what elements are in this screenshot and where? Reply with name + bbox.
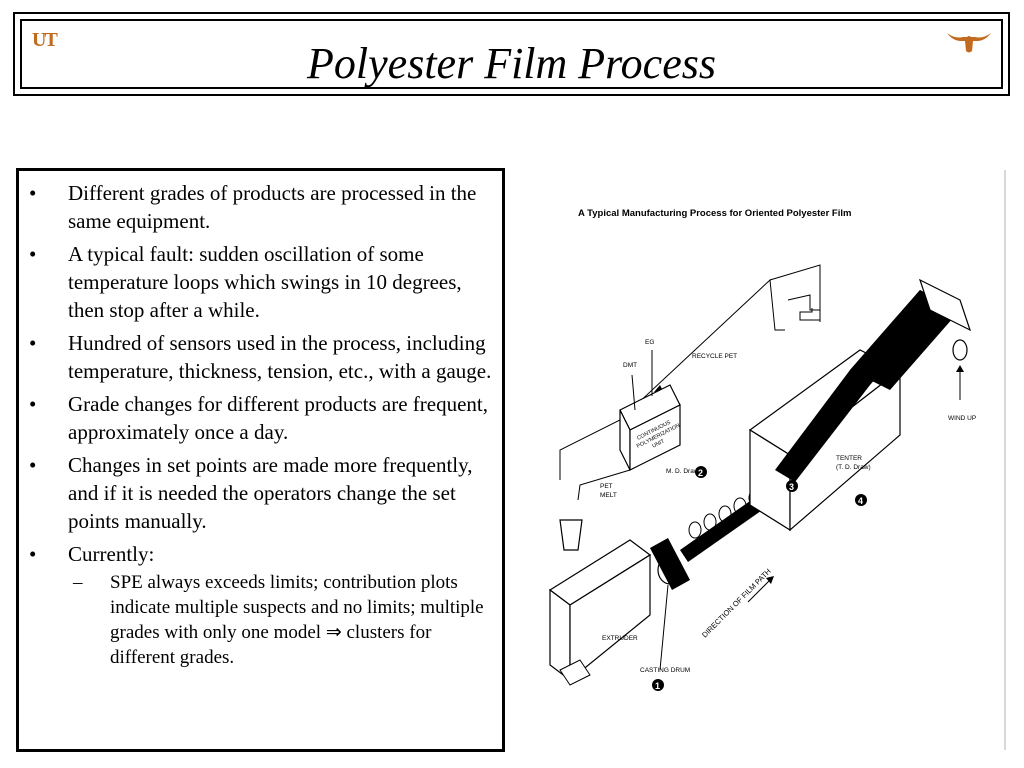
- longhorn-logo-icon: [947, 33, 991, 53]
- bullet-text: Different grades of products are process…: [68, 181, 477, 233]
- wind-up-roll-icon: [952, 339, 968, 361]
- continuous-unit-front: [629, 404, 681, 471]
- wide-film: [850, 290, 960, 390]
- sub-bullet-marker: –: [73, 572, 83, 593]
- pet-melt-label-1: PET: [600, 483, 613, 490]
- bullet-marker: •: [29, 181, 37, 205]
- bullet-item: • Different grades of products are proces…: [19, 179, 492, 235]
- extruder-label: EXTRUDER: [602, 635, 638, 642]
- direction-arrow-line: [747, 579, 771, 603]
- bullet-list: • Different grades of products are proces…: [19, 171, 502, 670]
- bullet-item: • A typical fault: sudden oscillation of …: [19, 240, 492, 324]
- diagram-title: A Typical Manufacturing Process for Orie…: [578, 208, 851, 219]
- bullet-text: Currently:: [68, 542, 155, 566]
- bullet-marker: •: [29, 542, 37, 566]
- hopper: [559, 519, 583, 551]
- sub-bullet-list: – SPE always exceeds limits; contribution…: [65, 570, 492, 670]
- step-3-number: 3: [789, 482, 794, 492]
- title-inner-frame: UT Polyester Film Process: [20, 19, 1003, 89]
- bullet-item: • Changes in set points are made more fre…: [19, 451, 492, 535]
- recycle-pipe-2: [787, 294, 821, 322]
- direction-arrow-icon: [766, 576, 774, 584]
- bullet-item: • Hundred of sensors used in the process,…: [19, 329, 492, 385]
- process-diagram-svg: A Typical Manufacturing Process for Orie…: [548, 208, 976, 691]
- step-4-number: 4: [858, 496, 863, 506]
- step-3-badge: [786, 480, 798, 492]
- sub-bullet-text: SPE always exceeds limits; contribution …: [110, 572, 484, 668]
- md-draw-label: M. D. Draw: [666, 468, 699, 475]
- bullet-text: Changes in set points are made more freq…: [68, 453, 473, 533]
- tenter-front: [789, 368, 901, 532]
- casting-drum-pointer: [659, 584, 669, 671]
- bullet-item: • Grade changes for different products ar…: [19, 390, 492, 446]
- step-2-number: 2: [698, 468, 703, 478]
- step-1-number: 1: [655, 681, 660, 691]
- ut-logo: UT: [32, 29, 58, 51]
- eg-label: EG: [645, 339, 654, 346]
- slide-title: Polyester Film Process: [307, 39, 716, 88]
- direction-label: DIRECTION OF FILM PATH: [700, 567, 773, 640]
- bullet-marker: •: [29, 331, 37, 355]
- sub-bullet-item: – SPE always exceeds limits; contribution…: [65, 570, 492, 670]
- diagram-edge-rule: [1004, 170, 1006, 750]
- bullet-marker: •: [29, 242, 37, 266]
- bullet-text: Hundred of sensors used in the process, …: [68, 331, 492, 383]
- casting-drum-label: CASTING DRUM: [640, 667, 690, 674]
- recycle-pipe: [769, 264, 821, 321]
- dmt-label: DMT: [623, 362, 637, 369]
- wind-up-frame: [918, 278, 972, 332]
- extruder-front: [569, 553, 651, 682]
- pet-melt-line: [577, 469, 631, 501]
- cast-film: [650, 538, 690, 590]
- wind-up-arrow-icon: [956, 365, 964, 372]
- bullet-marker: •: [29, 453, 37, 477]
- step-1-badge: [652, 679, 664, 691]
- recycle-label: RECYCLE PET: [692, 353, 737, 360]
- pet-melt-label-2: MELT: [600, 492, 617, 499]
- tenter-label-1: TENTER: [836, 455, 862, 462]
- process-diagram: A Typical Manufacturing Process for Orie…: [520, 170, 1000, 715]
- continuous-label-3: UNIT: [651, 438, 666, 449]
- tenter-label-2: (T. D. Draw): [836, 464, 871, 471]
- bullet-text: A typical fault: sudden oscillation of s…: [68, 242, 462, 322]
- bullet-text: Grade changes for different products are…: [68, 392, 488, 444]
- recycle-line: [559, 278, 785, 480]
- bullet-text-box: • Different grades of products are proces…: [16, 168, 505, 752]
- step-2-badge: [695, 466, 707, 478]
- dmt-feed-line: [631, 374, 636, 411]
- bullet-item: • Currently: – SPE always exceeds limits; …: [19, 540, 492, 670]
- title-frame: UT Polyester Film Process: [13, 12, 1010, 96]
- bullet-marker: •: [29, 392, 37, 416]
- wind-up-label: WIND UP: [948, 415, 976, 422]
- extruder-base: [559, 659, 591, 686]
- step-4-badge: [855, 494, 867, 506]
